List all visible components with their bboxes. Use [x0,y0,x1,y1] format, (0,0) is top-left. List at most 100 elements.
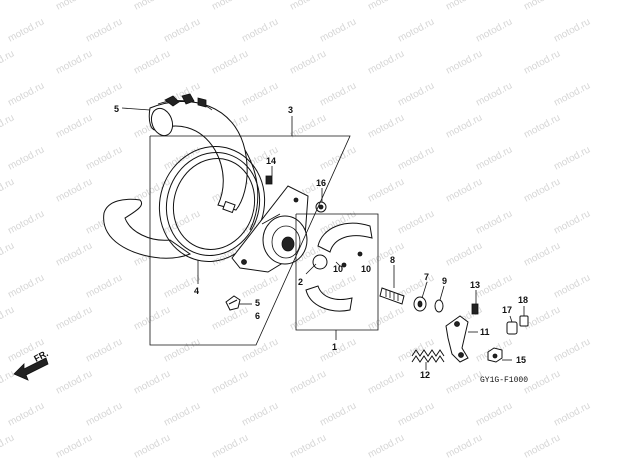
watermark-text: motod.ru [474,16,514,44]
watermark-text: motod.ru [396,16,436,44]
watermark-text: motod.ru [474,144,514,172]
watermark-text: motod.ru [474,400,514,428]
watermark-text: motod.ru [522,368,562,396]
watermark-text: motod.ru [132,0,172,13]
watermark-text: motod.ru [366,48,406,76]
watermark-text: motod.ru [366,0,406,13]
watermark-text: motod.ru [474,80,514,108]
watermark-text: motod.ru [522,432,562,460]
watermark-text: motod.ru [522,176,562,204]
watermark-text: motod.ru [444,432,484,460]
watermark-text: motod.ru [288,112,328,140]
watermark-text: motod.ru [54,368,94,396]
watermark-text: motod.ru [396,80,436,108]
watermark-text: motod.ru [240,272,280,300]
small-fasteners [487,315,529,363]
watermark-text: motod.ru [54,48,94,76]
watermark-text: motod.ru [54,176,94,204]
part-number-16: 16 [316,178,326,188]
watermark-text: motod.ru [552,272,592,300]
watermark-text: motod.ru [240,16,280,44]
watermark-text: motod.ru [288,368,328,396]
watermark-text: motod.ru [474,208,514,236]
part-number-3: 3 [288,105,293,115]
watermark-text: motod.ru [6,272,46,300]
watermark-text: motod.ru [552,208,592,236]
watermark-text: motod.ru [366,240,406,268]
part-number-5b: 5 [255,298,260,308]
watermark-text: motod.ru [6,400,46,428]
part-number-9: 9 [442,276,447,286]
watermark-text: motod.ru [396,208,436,236]
watermark-text: motod.ru [522,48,562,76]
part-number-15: 15 [516,355,526,365]
watermark-text: motod.ru [288,48,328,76]
watermark-text: motod.ru [318,400,358,428]
watermark-text: motod.ru [366,176,406,204]
drawing-code: GY1G-F1000 [480,376,528,385]
watermark-text: motod.ru [444,48,484,76]
part-number-2: 2 [298,277,303,287]
cam-parts [379,287,444,313]
watermark-text: motod.ru [0,432,16,460]
watermark-text: motod.ru [552,16,592,44]
watermark-text: motod.ru [0,0,16,13]
part-number-4: 4 [194,286,199,296]
part-number-17: 17 [502,305,512,315]
brake-shoes [305,222,373,312]
watermark-text: motod.ru [240,400,280,428]
watermark-text: motod.ru [6,16,46,44]
part-number-12: 12 [420,370,430,380]
watermark-text: motod.ru [0,176,16,204]
part-number-14: 14 [266,156,276,166]
watermark-text: motod.ru [444,240,484,268]
watermark-text: motod.ru [0,112,16,140]
watermark-text: motod.ru [288,0,328,13]
watermark-text: motod.ru [288,304,328,332]
watermark-text: motod.ru [162,400,202,428]
watermark-text: motod.ru [54,112,94,140]
watermark-text: motod.ru [444,112,484,140]
watermark-text: motod.ru [288,432,328,460]
bolt-14 [265,175,273,185]
watermark-text: motod.ru [132,48,172,76]
watermark-text: motod.ru [132,368,172,396]
watermark-text: motod.ru [366,304,406,332]
watermark-text: motod.ru [444,0,484,13]
part-labels: 5 3 14 16 4 5 6 2 10 10 1 8 7 9 13 11 12… [114,104,528,380]
part-number-10b: 10 [361,264,371,274]
watermark-text: motod.ru [552,80,592,108]
watermark-text: motod.ru [318,16,358,44]
watermark-text: motod.ru [366,432,406,460]
watermark-text: motod.ru [84,272,124,300]
part-number-10a: 10 [333,264,343,274]
watermark-text: motod.ru [132,304,172,332]
watermark-text: motod.ru [396,400,436,428]
watermark-text: motod.ru [54,432,94,460]
leader-lines [121,107,525,370]
valve-5-6 [225,295,241,311]
watermark-text: motod.ru [132,432,172,460]
watermark-text: motod.ru [318,144,358,172]
watermark-text: motod.ru [54,304,94,332]
watermark-text: motod.ru [210,0,250,13]
watermark-text: motod.ru [318,336,358,364]
watermark-text: motod.ru [552,400,592,428]
watermark-text: motod.ru [366,368,406,396]
watermark-text: motod.ru [210,368,250,396]
watermark-text: motod.ru [162,16,202,44]
watermark-text: motod.ru [552,144,592,172]
watermark-text: motod.ru [0,368,16,396]
watermark-text: motod.ru [210,48,250,76]
brake-arm [445,303,479,363]
nut-16 [315,201,327,213]
part-number-13: 13 [470,280,480,290]
watermark-text: motod.ru [366,112,406,140]
part-number-8: 8 [390,255,395,265]
watermark-text: motod.ru [0,304,16,332]
watermark-text: motod.ru [210,432,250,460]
watermark-text: motod.ru [318,80,358,108]
watermark-text: motod.ru [6,80,46,108]
front-direction-arrow: FR. [13,348,50,381]
watermark-text: motod.ru [552,336,592,364]
